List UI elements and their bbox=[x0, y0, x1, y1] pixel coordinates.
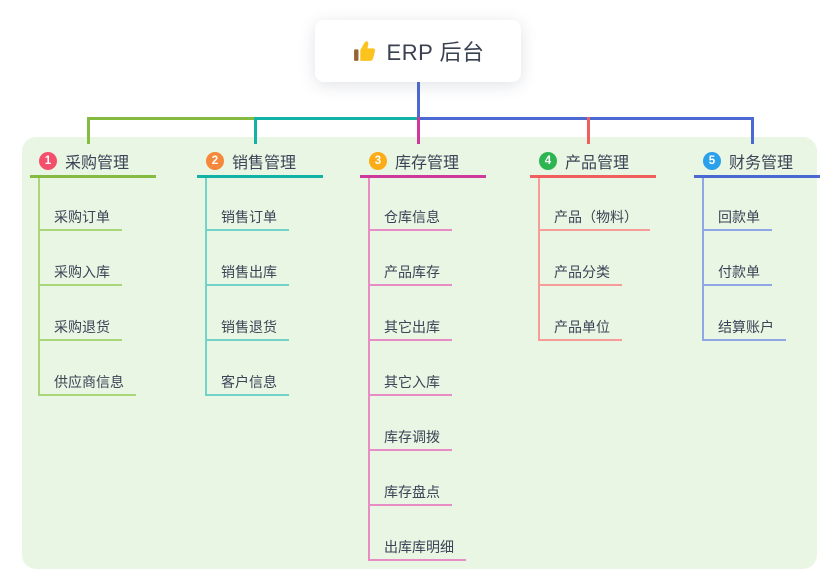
child-node[interactable]: 回款单 bbox=[702, 204, 772, 231]
child-node-label: 仓库信息 bbox=[384, 209, 440, 225]
child-node-label: 产品单位 bbox=[554, 319, 610, 335]
branch-children-connector-line bbox=[38, 178, 40, 396]
branch-node-5[interactable]: 5 财务管理 bbox=[694, 147, 820, 178]
branch-node-2[interactable]: 2 销售管理 bbox=[197, 147, 323, 178]
child-node[interactable]: 其它出库 bbox=[368, 314, 452, 341]
child-node-label: 库存盘点 bbox=[384, 484, 440, 500]
branch-drop-line-5 bbox=[751, 117, 754, 144]
child-node[interactable]: 产品库存 bbox=[368, 259, 452, 286]
branch-node-label: 库存管理 bbox=[395, 155, 460, 172]
branch-number-badge: 2 bbox=[206, 152, 224, 170]
child-node-label: 销售出库 bbox=[221, 264, 277, 280]
child-node[interactable]: 采购入库 bbox=[38, 259, 122, 286]
branch-drop-line-1 bbox=[87, 117, 90, 144]
branch-column-1: 1 采购管理采购订单采购入库采购退货供应商信息 bbox=[30, 147, 156, 396]
branch-children-connector-line bbox=[538, 178, 540, 341]
branch-drop-line-4 bbox=[587, 117, 590, 144]
child-node-label: 供应商信息 bbox=[54, 374, 124, 390]
child-node-label: 客户信息 bbox=[221, 374, 277, 390]
branch-node-label: 销售管理 bbox=[232, 155, 297, 172]
child-node-label: 采购退货 bbox=[54, 319, 110, 335]
child-node[interactable]: 采购订单 bbox=[38, 204, 122, 231]
child-node-label: 产品分类 bbox=[554, 264, 610, 280]
child-node[interactable]: 出库库明细 bbox=[368, 534, 466, 561]
child-node[interactable]: 产品单位 bbox=[538, 314, 622, 341]
branch-node-label: 采购管理 bbox=[65, 155, 130, 172]
trunk-hline-segment-1 bbox=[87, 117, 255, 120]
branch-number-badge: 4 bbox=[539, 152, 557, 170]
child-node[interactable]: 结算账户 bbox=[702, 314, 786, 341]
child-node-label: 销售退货 bbox=[221, 319, 277, 335]
child-node-label: 回款单 bbox=[718, 209, 760, 225]
branch-column-2: 2 销售管理销售订单销售出库销售退货客户信息 bbox=[197, 147, 323, 396]
child-node-label: 结算账户 bbox=[718, 319, 774, 335]
child-node[interactable]: 客户信息 bbox=[205, 369, 289, 396]
child-node[interactable]: 销售订单 bbox=[205, 204, 289, 231]
branch-children-connector-line bbox=[205, 178, 207, 396]
child-node[interactable]: 销售出库 bbox=[205, 259, 289, 286]
thumbs-up-icon bbox=[353, 40, 375, 61]
child-node[interactable]: 供应商信息 bbox=[38, 369, 136, 396]
branch-drop-line-2 bbox=[254, 117, 257, 144]
child-node-label: 付款单 bbox=[718, 264, 760, 280]
child-node-label: 产品库存 bbox=[384, 264, 440, 280]
branch-column-5: 5 财务管理回款单付款单结算账户 bbox=[694, 147, 820, 341]
branch-node-1[interactable]: 1 采购管理 bbox=[30, 147, 156, 178]
child-node-label: 其它入库 bbox=[384, 374, 440, 390]
child-node-label: 销售订单 bbox=[221, 209, 277, 225]
branch-column-3: 3 库存管理仓库信息产品库存其它出库其它入库库存调拨库存盘点出库库明细 bbox=[360, 147, 486, 561]
child-node[interactable]: 其它入库 bbox=[368, 369, 452, 396]
branch-node-4[interactable]: 4 产品管理 bbox=[530, 147, 656, 178]
child-node-label: 产品（物料） bbox=[554, 209, 638, 225]
trunk-hline-segment-2 bbox=[255, 117, 418, 120]
trunk-hline-segment-3 bbox=[418, 117, 754, 120]
root-node-label: ERP 后台 bbox=[386, 40, 485, 65]
child-node[interactable]: 付款单 bbox=[702, 259, 772, 286]
branch-node-label: 财务管理 bbox=[729, 155, 794, 172]
branch-children-connector-line bbox=[702, 178, 704, 341]
child-node[interactable]: 销售退货 bbox=[205, 314, 289, 341]
child-node-label: 其它出库 bbox=[384, 319, 440, 335]
branch-node-3[interactable]: 3 库存管理 bbox=[360, 147, 486, 178]
branch-drop-line-3 bbox=[417, 117, 420, 144]
child-node-label: 采购订单 bbox=[54, 209, 110, 225]
branch-node-label: 产品管理 bbox=[565, 155, 630, 172]
branch-number-badge: 1 bbox=[39, 152, 57, 170]
child-node-label: 库存调拨 bbox=[384, 429, 440, 445]
child-node[interactable]: 仓库信息 bbox=[368, 204, 452, 231]
child-node-label: 出库库明细 bbox=[384, 539, 454, 555]
branch-children-connector-line bbox=[368, 178, 370, 561]
child-node[interactable]: 产品（物料） bbox=[538, 204, 650, 231]
child-node[interactable]: 库存调拨 bbox=[368, 424, 452, 451]
branch-number-badge: 5 bbox=[703, 152, 721, 170]
branch-group-panel bbox=[22, 137, 817, 569]
child-node[interactable]: 库存盘点 bbox=[368, 479, 452, 506]
child-node[interactable]: 采购退货 bbox=[38, 314, 122, 341]
child-node[interactable]: 产品分类 bbox=[538, 259, 622, 286]
child-node-label: 采购入库 bbox=[54, 264, 110, 280]
branch-column-4: 4 产品管理产品（物料） 产品分类产品单位 bbox=[530, 147, 656, 341]
root-node[interactable]: ERP 后台 bbox=[315, 20, 521, 82]
root-stem-line bbox=[417, 82, 420, 118]
branch-number-badge: 3 bbox=[369, 152, 387, 170]
